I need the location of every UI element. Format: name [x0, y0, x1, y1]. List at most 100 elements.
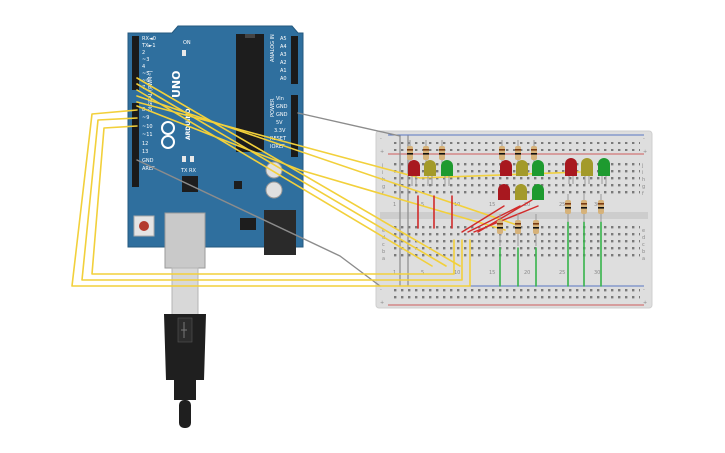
led-green[interactable]: [532, 184, 544, 200]
col-label-30: 30: [594, 202, 600, 208]
pin-label-a2: A2: [280, 60, 287, 66]
signal-wire-d8[interactable]: [71, 109, 471, 287]
usb-chip: [182, 176, 198, 192]
digital-section-label: DIGITAL (PWM~): [148, 70, 154, 112]
gnd-wire-bottom-rail[interactable]: [136, 159, 381, 287]
rail-minus-bottom-right: -: [643, 287, 645, 293]
col-label-10-bottom: 10: [454, 270, 460, 276]
resistor[interactable]: [565, 194, 571, 222]
row-label-d-right: d: [642, 235, 645, 241]
arduino-uno-board[interactable]: TX RX ON RX◄0 TX►1 2 ~3 4 ~5 ~6 7 8 ~9 ~…: [127, 25, 304, 269]
pin-label-d2: 2: [142, 50, 145, 56]
row-label-i-right: i: [642, 170, 643, 176]
pin-label-a5: A5: [280, 36, 287, 42]
row-label-j-right: j: [641, 163, 643, 169]
jumper-red-diagonal[interactable]: [461, 199, 539, 233]
pin-label-d1: TX►1: [141, 43, 156, 49]
pin-label-d0: RX◄0: [142, 36, 156, 42]
reset-button-cap[interactable]: [139, 221, 149, 231]
pin-label-d9: ~9: [142, 115, 149, 121]
arduino-logo: [161, 121, 175, 149]
digital-header-top[interactable]: [132, 36, 139, 90]
pin-label-gnd-2: GND: [276, 112, 288, 118]
signal-wire-d2[interactable]: [136, 77, 461, 267]
components[interactable]: [407, 140, 610, 246]
power-header[interactable]: [291, 95, 298, 157]
signal-wire-d5[interactable]: [136, 95, 521, 227]
pin-label-d4: 4: [142, 64, 145, 70]
rx-label: RX: [189, 168, 196, 174]
resistor[interactable]: [533, 214, 539, 246]
led-green[interactable]: [598, 158, 610, 184]
signal-wire-d9[interactable]: [81, 117, 463, 281]
row-label-j: j: [381, 163, 383, 169]
resistor[interactable]: [598, 194, 604, 222]
row-label-g: g: [382, 184, 385, 190]
pin-label-d5: ~5: [142, 71, 149, 77]
power-pin-labels: Vin GND GND 5V 3.3V RESET IOREF: [270, 96, 288, 150]
row-label-i: i: [382, 170, 383, 176]
usb-plug-metal: [171, 267, 199, 317]
digital-header-bottom[interactable]: [132, 103, 139, 187]
led-red[interactable]: [408, 160, 420, 186]
board-model-label: UNO: [170, 71, 183, 99]
resistor[interactable]: [581, 194, 587, 222]
led-red[interactable]: [500, 160, 512, 176]
col-label-25: 25: [559, 202, 565, 208]
gnd-wire-top-rail[interactable]: [297, 112, 401, 137]
row-label-f-right: f: [642, 191, 644, 197]
led-red[interactable]: [498, 184, 510, 200]
rail-plus-top-left: +: [380, 149, 384, 155]
led-green[interactable]: [441, 160, 453, 186]
usb-cable-strain-relief: [179, 400, 191, 428]
row-label-e-right: e: [642, 228, 645, 234]
col-label-15: 15: [489, 202, 495, 208]
usb-cable: [164, 267, 206, 428]
col-label-1-bottom: 1: [393, 270, 396, 276]
col-label-20: 20: [524, 202, 530, 208]
pin-label-d12: 12: [142, 141, 148, 147]
usb-plug-body: [164, 314, 206, 380]
on-label: ON: [183, 40, 191, 46]
col-label-5-bottom: 5: [421, 270, 424, 276]
pin-label-d6: ~6: [142, 78, 149, 84]
rail-plus-bottom-right: +: [643, 300, 647, 306]
tx-label: TX: [180, 168, 188, 174]
signal-wire-d4[interactable]: [136, 89, 433, 267]
pin-label-vin: Vin: [276, 96, 284, 102]
capacitor-2: [265, 181, 283, 199]
pin-label-d11: ~11: [142, 132, 153, 138]
resistor[interactable]: [497, 214, 503, 246]
board-brand-label: ARDUINO: [185, 109, 192, 140]
signal-wire-d3[interactable]: [136, 83, 447, 267]
col-label-1: 1: [393, 202, 396, 208]
led-yellow[interactable]: [424, 160, 436, 186]
resistor[interactable]: [515, 214, 521, 246]
pin-label-d3: ~3: [142, 57, 149, 63]
rail-minus-top-left: -: [380, 136, 382, 142]
rail-plus-bottom-left: +: [380, 300, 384, 306]
pin-label-a1: A1: [280, 68, 287, 74]
col-label-20-bottom: 20: [524, 270, 530, 276]
led-green[interactable]: [532, 160, 544, 176]
analog-pin-labels: A5 A4 A3 A2 A1 A0: [280, 36, 287, 82]
led-yellow[interactable]: [581, 158, 593, 184]
led-red[interactable]: [565, 158, 577, 184]
pin-label-gnd-1: GND: [276, 104, 288, 110]
led-yellow[interactable]: [515, 184, 527, 200]
signal-wire-d7[interactable]: [136, 105, 506, 231]
rail-minus-top-right: -: [643, 136, 645, 142]
analog-header[interactable]: [291, 36, 298, 84]
pin-label-aref: AREF: [142, 166, 155, 172]
pin-label-reset: RESET: [270, 136, 287, 142]
digital-pin-labels: RX◄0 TX►1 2 ~3 4 ~5 ~6 7 8 ~9 ~10 ~11 12…: [141, 36, 156, 172]
pin-label-ioref: IOREF: [270, 144, 285, 150]
col-label-30-bottom: 30: [594, 270, 600, 276]
led-yellow[interactable]: [516, 160, 528, 176]
pin-label-a4: A4: [280, 44, 287, 50]
row-label-g-right: g: [642, 184, 645, 190]
rail-plus-top-right: +: [643, 149, 647, 155]
pin-label-a0: A0: [280, 76, 287, 82]
col-label-25-bottom: 25: [559, 270, 565, 276]
